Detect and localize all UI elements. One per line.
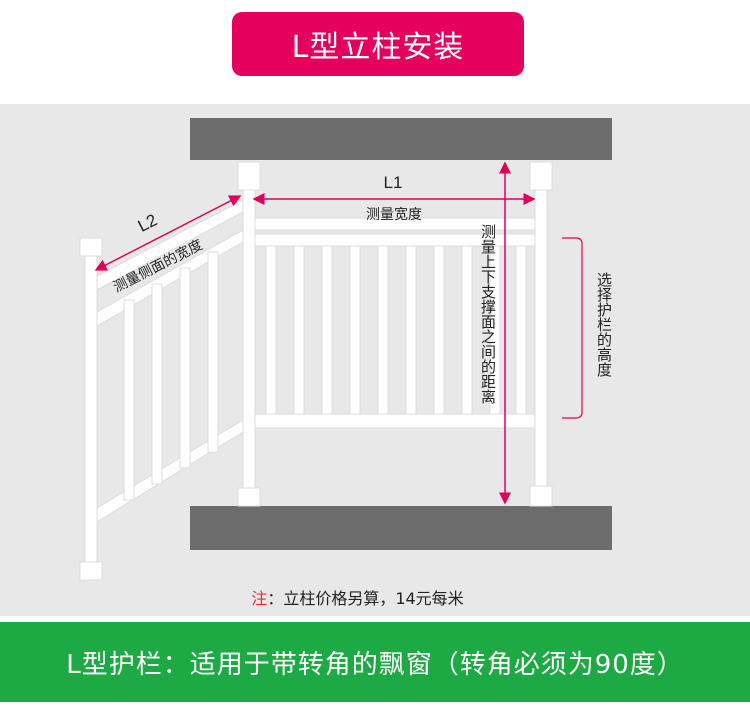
label-l1: L1 xyxy=(384,173,403,192)
bottom-beam xyxy=(190,506,612,550)
footer-text: L型护栏：适用于带转角的飘窗（转角必须为90度） xyxy=(66,649,684,680)
note-text: ：立柱价格另算，14元每米 xyxy=(267,589,464,608)
title-badge: L型立柱安装 xyxy=(232,12,524,76)
note-mark: 注 xyxy=(251,589,268,608)
page-title: L型立柱安装 xyxy=(291,30,465,65)
label-height-distance: 测量上下支撑面之间的距离 xyxy=(479,224,497,404)
label-width: 测量宽度 xyxy=(366,206,422,223)
footer-bar: L型护栏：适用于带转角的飘窗（转角必须为90度） xyxy=(0,622,750,702)
price-note: 注：立柱价格另算，14元每米 xyxy=(0,585,715,609)
label-select-height: 选择护栏的高度 xyxy=(595,272,613,377)
height-bracket xyxy=(562,237,583,419)
label-l2: L2 xyxy=(135,210,160,236)
front-railing xyxy=(254,161,553,507)
top-beam xyxy=(190,118,612,160)
side-width-arrow xyxy=(94,195,242,271)
